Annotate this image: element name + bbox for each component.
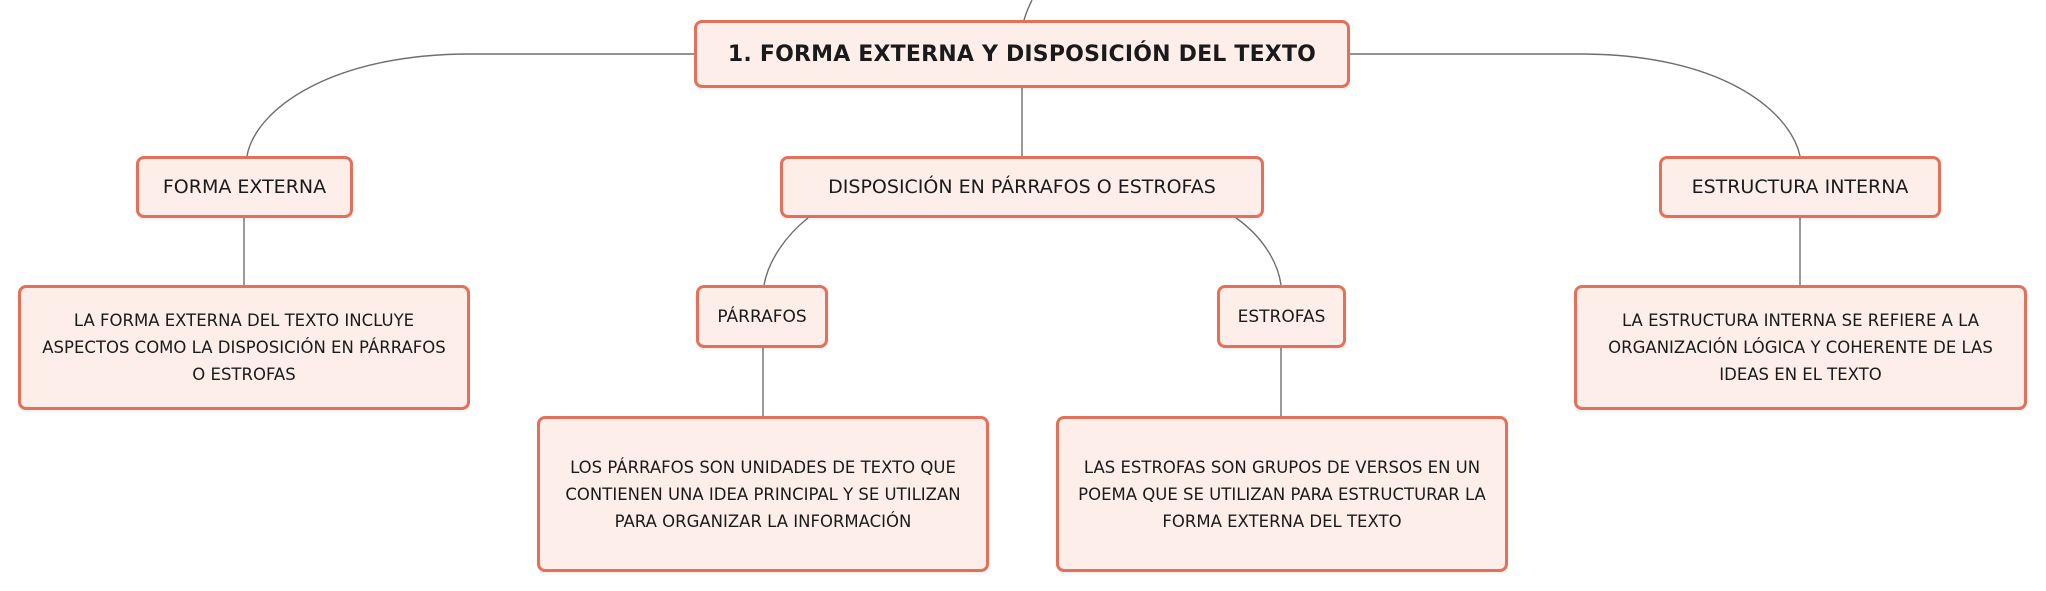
description-estructura-interna-text: LA ESTRUCTURA INTERNA SE REFIERE A LA OR… [1608, 311, 1993, 384]
connector-root-estructura-interna [1350, 53, 1801, 157]
root-topic-label: 1. FORMA EXTERNA Y DISPOSICIÓN DEL TEXTO [727, 41, 1317, 67]
topic-forma-externa[interactable]: FORMA EXTERNA [136, 156, 353, 218]
description-estrofas-text: LAS ESTROFAS SON GRUPOS DE VERSOS EN UN … [1078, 457, 1486, 531]
description-parrafos[interactable]: LOS PÁRRAFOS SON UNIDADES DE TEXTO QUE C… [537, 416, 989, 572]
topic-forma-externa-label: FORMA EXTERNA [162, 176, 327, 198]
topic-estructura-interna[interactable]: ESTRUCTURA INTERNA [1659, 156, 1941, 218]
subtopic-estrofas[interactable]: ESTROFAS [1217, 285, 1346, 348]
connector-root-top [1023, 0, 1033, 21]
description-forma-externa-text: LA FORMA EXTERNA DEL TEXTO INCLUYE ASPEC… [42, 311, 446, 384]
description-parrafos-text: LOS PÁRRAFOS SON UNIDADES DE TEXTO QUE C… [565, 457, 961, 531]
root-topic-node[interactable]: 1. FORMA EXTERNA Y DISPOSICIÓN DEL TEXTO [694, 20, 1350, 88]
topic-disposicion-label: DISPOSICIÓN EN PÁRRAFOS O ESTROFAS [828, 176, 1216, 198]
connector-disposicion-estrofas [1235, 217, 1282, 286]
description-estructura-interna[interactable]: LA ESTRUCTURA INTERNA SE REFIERE A LA OR… [1574, 285, 2027, 410]
topic-estructura-interna-label: ESTRUCTURA INTERNA [1691, 176, 1909, 198]
subtopic-estrofas-label: ESTROFAS [1237, 306, 1326, 327]
topic-disposicion[interactable]: DISPOSICIÓN EN PÁRRAFOS O ESTROFAS [780, 156, 1264, 218]
description-estrofas[interactable]: LAS ESTROFAS SON GRUPOS DE VERSOS EN UN … [1056, 416, 1508, 572]
subtopic-parrafos-label: PÁRRAFOS [717, 306, 807, 327]
description-forma-externa[interactable]: LA FORMA EXTERNA DEL TEXTO INCLUYE ASPEC… [18, 285, 470, 410]
connector-disposicion-parrafos [763, 217, 809, 286]
subtopic-parrafos[interactable]: PÁRRAFOS [696, 285, 828, 348]
connector-root-forma-externa [246, 53, 694, 157]
